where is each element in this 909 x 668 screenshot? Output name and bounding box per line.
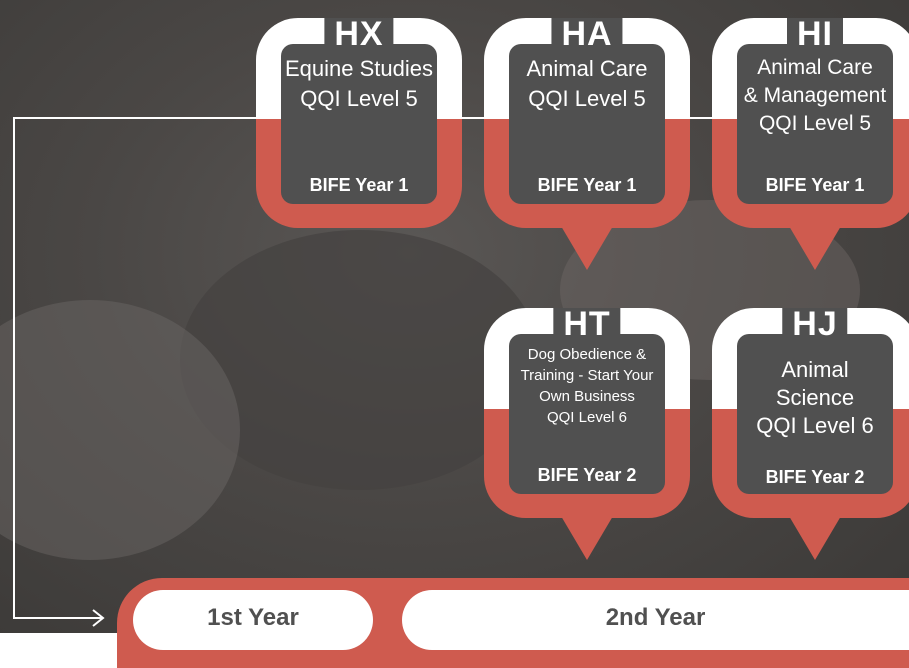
course-desc-line: QQI Level 6 [546,409,628,426]
course-card-body: Animal Science QQI Level 6 BIFE Year 2 [737,334,893,494]
course-card-body: Animal Care & Management QQI Level 5 BIF… [737,44,893,204]
course-desc-line: Animal [781,357,849,382]
first-year-label[interactable]: 1st Year [133,590,373,650]
course-desc-line: Equine Studies [285,56,433,81]
course-year: BIFE Year 2 [537,465,637,485]
course-year: BIFE Year 1 [309,175,409,195]
course-code-badge: HI [787,18,843,54]
second-year-label[interactable]: 2nd Year [402,590,909,650]
course-card-ht[interactable]: Dog Obedience & Training - Start Your Ow… [484,308,690,518]
course-desc-line: Training - Start Your [520,367,654,384]
course-code-badge: HA [551,18,623,54]
course-desc-line: Dog Obedience & [527,346,647,363]
arrow-head-icon [92,609,105,627]
pointer-arrow-icon [789,516,841,560]
course-description: Animal Care & Management QQI Level 5 [737,54,893,138]
course-card-ha[interactable]: Animal Care QQI Level 5 BIFE Year 1 HA [484,18,690,228]
course-desc-line: Science [775,385,855,410]
course-card-hj[interactable]: Animal Science QQI Level 6 BIFE Year 2 H… [712,308,909,518]
flow-arrow [0,0,909,633]
course-description: Equine Studies QQI Level 5 [281,54,437,114]
course-desc-line: QQI Level 5 [528,86,646,111]
course-card-hi[interactable]: Animal Care & Management QQI Level 5 BIF… [712,18,909,228]
course-card-hx[interactable]: Equine Studies QQI Level 5 BIFE Year 1 H… [256,18,462,228]
course-code-badge: HT [553,308,621,344]
pointer-arrow-icon [561,226,613,270]
course-desc-line: Own Business [539,388,635,405]
course-desc-line: & Management [743,84,887,107]
course-code-badge: HX [324,18,394,54]
background-shape [180,230,540,490]
course-description: Animal Care QQI Level 5 [509,54,665,114]
course-year: BIFE Year 2 [765,467,865,487]
flow-connector-line [13,117,270,619]
course-desc-line: Animal Care [526,56,648,81]
course-desc-line: QQI Level 5 [758,112,872,135]
course-desc-line: Animal Care [757,56,873,79]
pointer-arrow-icon [561,516,613,560]
pointer-arrow-icon [789,226,841,270]
course-code-badge: HJ [782,308,848,344]
course-card-body: Animal Care QQI Level 5 BIFE Year 1 [509,44,665,204]
course-year: BIFE Year 1 [765,175,865,195]
course-desc-line: QQI Level 6 [756,413,874,438]
course-year: BIFE Year 1 [537,175,637,195]
course-description: Dog Obedience & Training - Start Your Ow… [509,344,665,428]
background-shape [0,300,240,560]
course-desc-line: QQI Level 5 [300,86,418,111]
course-card-body: Dog Obedience & Training - Start Your Ow… [509,334,665,494]
course-description: Animal Science QQI Level 6 [737,356,893,440]
course-card-body: Equine Studies QQI Level 5 BIFE Year 1 [281,44,437,204]
